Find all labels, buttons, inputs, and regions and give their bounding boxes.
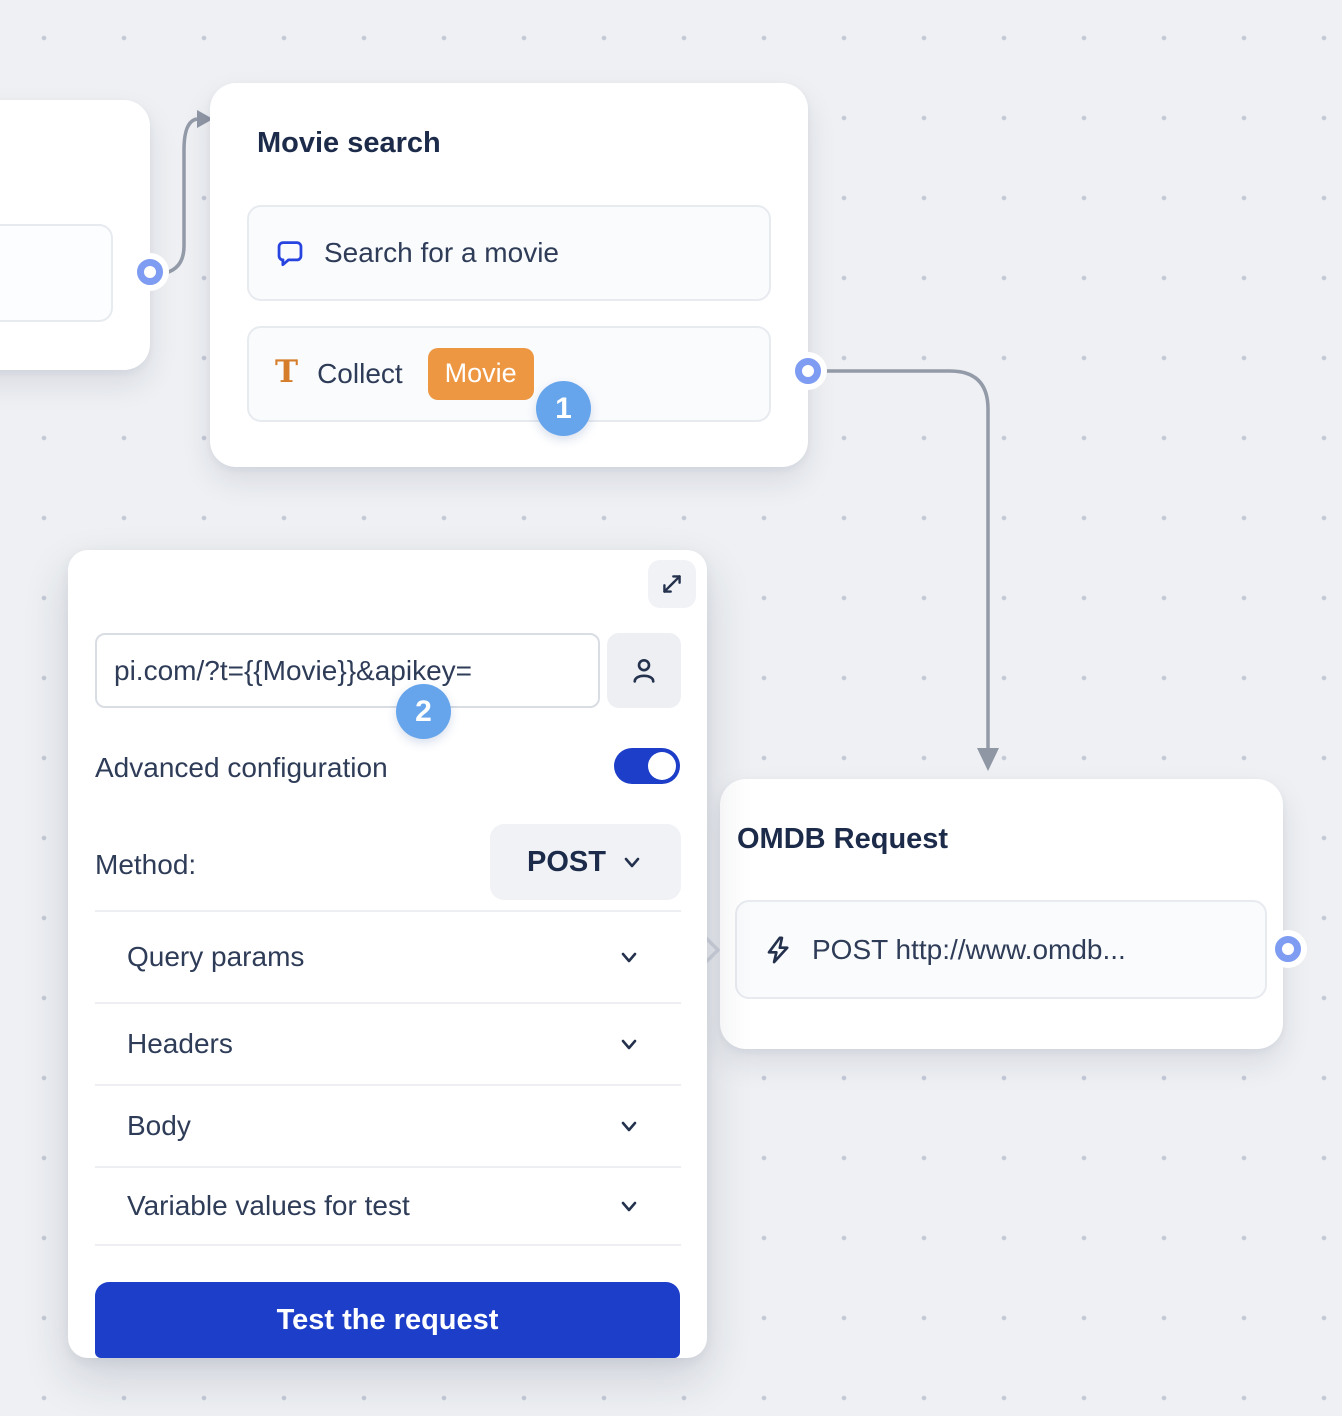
arrowhead-into-movie-search (197, 110, 213, 128)
text-collect-icon: T (275, 353, 299, 390)
connector-movie-search-to-omdb (822, 369, 990, 749)
port-ring (795, 358, 821, 384)
node-omdb-request[interactable]: OMDB Request POST http://www.omdb... (720, 779, 1283, 1049)
section-body[interactable]: Body (95, 1086, 681, 1168)
arrowhead-into-omdb (977, 748, 999, 771)
chevron-down-icon (621, 1201, 637, 1212)
node-title: Movie search (257, 127, 441, 159)
chevron-down-icon (621, 952, 637, 963)
omdb-request-item-webhook[interactable]: POST http://www.omdb... (735, 900, 1267, 999)
method-select[interactable]: POST (490, 824, 681, 900)
node-movie-search[interactable]: Movie search Search for a movie T Collec… (210, 83, 808, 467)
movie-search-item-question[interactable]: Search for a movie (247, 205, 771, 301)
output-port-omdb-request[interactable] (1269, 930, 1307, 968)
toggle-knob (648, 752, 676, 780)
chevron-down-icon (624, 857, 640, 868)
method-value: POST (527, 845, 606, 878)
method-label: Method: (95, 849, 197, 880)
expand-button[interactable] (648, 560, 696, 608)
chat-bubble-icon (277, 241, 303, 267)
node-title: OMDB Request (737, 823, 949, 855)
port-ring (137, 259, 163, 285)
expand-diagonal-icon (663, 575, 681, 593)
test-request-button[interactable]: Test the request (95, 1282, 680, 1358)
output-port-movie-search[interactable] (789, 352, 827, 390)
advanced-configuration-toggle[interactable] (614, 748, 680, 784)
url-input[interactable] (95, 633, 600, 708)
section-query-params[interactable]: Query params (95, 910, 681, 1004)
advanced-configuration-label: Advanced configuration (95, 752, 388, 783)
item-label: POST http://www.omdb... (812, 933, 1126, 965)
person-icon (633, 658, 655, 683)
section-label: Variable values for test (127, 1190, 410, 1221)
section-label: Body (127, 1110, 191, 1141)
section-headers[interactable]: Headers (95, 1004, 681, 1086)
webhook-config-panel: Advanced configuration Method: POST Quer… (68, 550, 707, 1358)
step-badge-2: 2 (396, 684, 451, 739)
item-label: Search for a movie (324, 237, 559, 268)
section-label: Query params (127, 941, 305, 972)
partial-left-node-item[interactable] (0, 224, 113, 322)
chevron-down-icon (621, 1121, 637, 1132)
omdb-input-port-chevron-icon (702, 934, 720, 966)
lightning-icon (767, 936, 789, 963)
section-label: Headers (127, 1028, 233, 1059)
item-label: Collect (317, 358, 403, 389)
chevron-down-icon (621, 1039, 637, 1050)
partial-left-node[interactable] (0, 100, 150, 370)
step-badge-1: 1 (536, 381, 591, 436)
connector-left-to-movie-search (159, 117, 198, 276)
variables-button[interactable] (607, 633, 681, 708)
output-port-left-node[interactable] (131, 253, 169, 291)
variable-chip-movie[interactable]: Movie (427, 348, 534, 400)
movie-search-item-collect[interactable]: T Collect Movie (247, 326, 771, 422)
port-ring (1275, 936, 1301, 962)
section-variable-values[interactable]: Variable values for test (95, 1168, 681, 1246)
